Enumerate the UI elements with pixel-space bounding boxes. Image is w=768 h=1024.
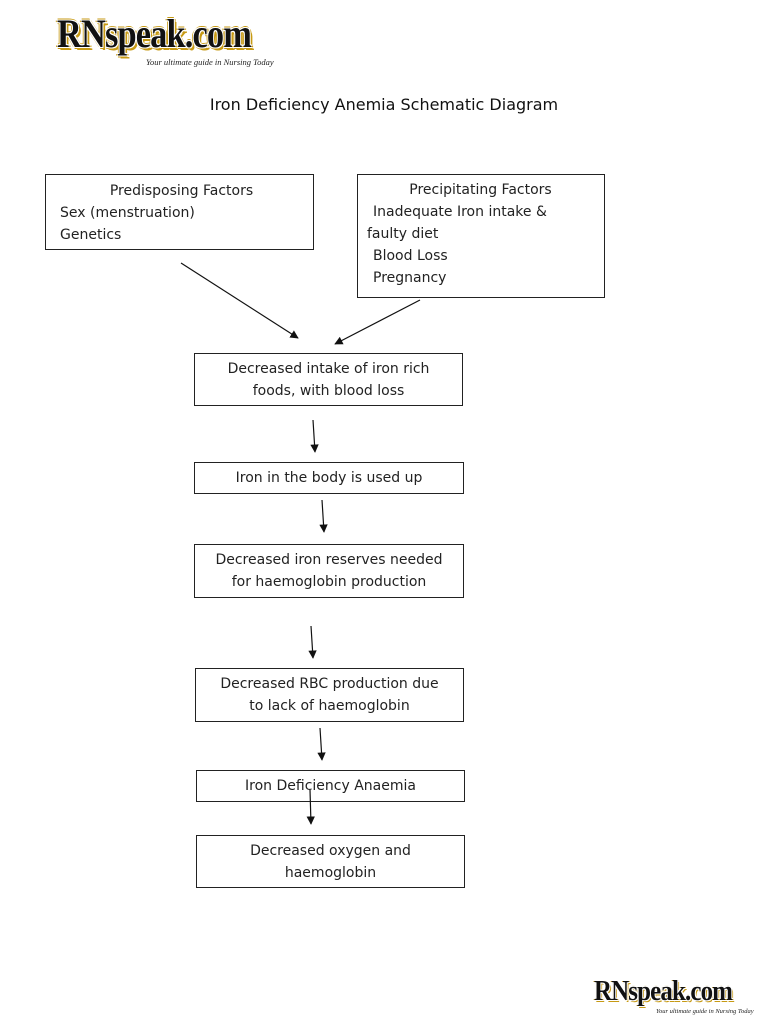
predisposing-item: Sex (menstruation) bbox=[60, 205, 195, 221]
arrow-precipitating bbox=[334, 299, 421, 345]
diagram-title: Iron Deficiency Anemia Schematic Diagram bbox=[209, 95, 559, 114]
flow-step-text: haemoglobin bbox=[284, 864, 377, 881]
precipitating-item: Blood Loss bbox=[373, 248, 448, 264]
predisposing-factors-box: Predisposing Factors Sex (menstruation) … bbox=[45, 174, 314, 250]
arrow-3 bbox=[308, 625, 317, 659]
flow-step-text: foods, with blood loss bbox=[252, 382, 405, 399]
flow-step-decreased-reserves: Decreased iron reserves needed for haemo… bbox=[194, 544, 464, 598]
arrow-2 bbox=[319, 499, 328, 533]
arrow-5 bbox=[306, 789, 315, 825]
logo-tagline: Your ultimate guide in Nursing Today bbox=[656, 1008, 754, 1015]
predisposing-heading: Predisposing Factors bbox=[109, 183, 254, 199]
logo-tagline: Your ultimate guide in Nursing Today bbox=[146, 57, 274, 67]
precipitating-factors-box: Precipitating Factors Inadequate Iron in… bbox=[357, 174, 605, 298]
precipitating-item: faulty diet bbox=[367, 226, 439, 242]
flow-step-text: Iron Deficiency Anaemia bbox=[245, 778, 416, 794]
flow-step-text: for haemoglobin production bbox=[231, 574, 427, 590]
flow-step-iron-used-up: Iron in the body is used up bbox=[194, 462, 464, 494]
precipitating-item: Pregnancy bbox=[373, 270, 447, 286]
arrow-4 bbox=[317, 727, 326, 761]
precipitating-heading: Precipitating Factors bbox=[409, 182, 552, 198]
flow-step-text: Decreased iron reserves needed bbox=[215, 552, 443, 568]
precipitating-item: Inadequate Iron intake & bbox=[373, 204, 547, 220]
logo-wordmark: RNspeak.com bbox=[57, 11, 252, 56]
flow-step-text: Decreased oxygen and bbox=[250, 842, 411, 859]
predisposing-item: Genetics bbox=[60, 227, 122, 243]
flow-step-decreased-intake: Decreased intake of iron rich foods, wit… bbox=[194, 353, 463, 406]
footer-logo: RNspeak.com Your ultimate guide in Nursi… bbox=[594, 975, 754, 1019]
flow-step-text: Decreased intake of iron rich bbox=[227, 360, 430, 377]
flow-step-decreased-rbc: Decreased RBC production due to lack of … bbox=[195, 668, 464, 722]
flow-step-iron-deficiency-anaemia: Iron Deficiency Anaemia bbox=[196, 770, 465, 802]
arrow-1 bbox=[310, 419, 319, 453]
flow-step-text: Iron in the body is used up bbox=[235, 470, 423, 486]
logo-wordmark: RNspeak.com bbox=[594, 975, 733, 1007]
flow-step-text: to lack of haemoglobin bbox=[249, 698, 410, 714]
flow-step-decreased-oxygen: Decreased oxygen and haemoglobin bbox=[196, 835, 465, 888]
site-logo: RNspeak.com Your ultimate guide in Nursi… bbox=[57, 12, 279, 70]
flow-step-text: Decreased RBC production due bbox=[220, 676, 439, 692]
arrow-predisposing bbox=[180, 262, 299, 339]
